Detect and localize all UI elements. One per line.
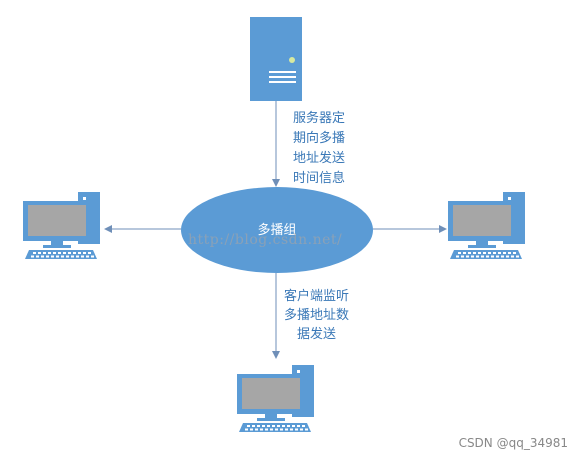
server-label-line-3: 地址发送 bbox=[293, 150, 345, 166]
client-label: 客户端监听 多播地址数 据发送 bbox=[284, 288, 353, 342]
server-label-line-4: 时间信息 bbox=[293, 170, 345, 186]
server-icon bbox=[250, 17, 302, 101]
client-label-line-3: 据发送 bbox=[297, 326, 336, 342]
client-label-line-1: 客户端监听 bbox=[284, 288, 349, 304]
multicast-group-ellipse bbox=[181, 187, 373, 273]
csdn-footer: CSDN @qq_34981 bbox=[458, 436, 568, 450]
server-label-line-1: 服务器定 bbox=[293, 110, 345, 126]
right-client-computer-icon bbox=[448, 192, 525, 259]
multicast-group-label: 多播组 bbox=[257, 222, 296, 238]
bottom-client-computer-icon bbox=[237, 365, 314, 432]
left-client-computer-icon bbox=[23, 192, 100, 259]
server-label: 服务器定 期向多播 地址发送 时间信息 bbox=[293, 110, 349, 186]
server-label-line-2: 期向多播 bbox=[293, 130, 345, 146]
client-label-line-2: 多播地址数 bbox=[284, 307, 349, 323]
watermark-url: http://blog.csdn.net/ bbox=[188, 232, 342, 248]
